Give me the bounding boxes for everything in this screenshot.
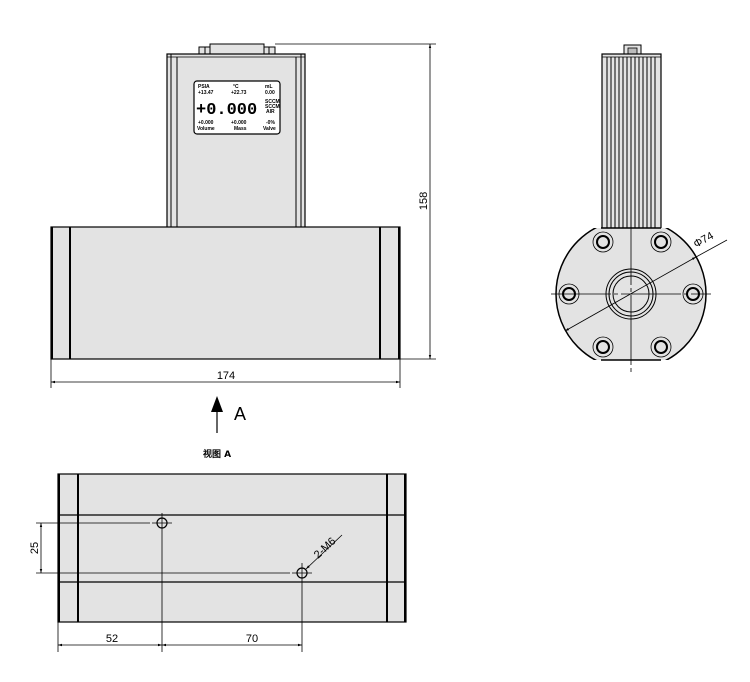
- lcd-value-temp: +22.73: [231, 90, 247, 96]
- lcd-value-pressure: +13.47: [198, 90, 214, 96]
- top-connector: [198, 43, 276, 55]
- dimension-hole-vertical-label: 25: [29, 542, 41, 554]
- dimension-width: [50, 359, 401, 388]
- dimension-hole-vertical: [36, 522, 290, 574]
- lcd-value-mass-flow: +0.000: [231, 120, 247, 126]
- lcd-label-volume: Volume: [197, 126, 215, 132]
- arrow-up-icon: [211, 396, 223, 412]
- dimension-diameter-label: Φ74: [692, 230, 716, 251]
- lcd-main-value: +0.000: [196, 101, 257, 120]
- flow-body: [50, 226, 401, 360]
- dimension-hole-horizontal-label: 70: [246, 633, 258, 645]
- lcd-value-valve: -0%: [266, 120, 275, 126]
- lcd-label-temp: °C: [233, 84, 239, 90]
- view-caption: 视图 A: [203, 448, 231, 460]
- bolt-hole-icon: [650, 336, 672, 358]
- lcd-unit-2: SCCM: [265, 104, 280, 110]
- view-direction-arrow: A 视图 A: [203, 396, 246, 460]
- dimension-height: [275, 43, 436, 360]
- bottom-view: 25 52 70 2-M6: [29, 473, 407, 652]
- lcd-unit-1: SCCM: [265, 99, 280, 105]
- lcd-label-valve: Valve: [263, 126, 276, 132]
- mounting-hole-icon: [152, 513, 172, 533]
- front-view: PSIA °C mL +13.47 +22.73 0.00 +0.000 SCC…: [50, 43, 436, 388]
- lcd-value-volume: 0.00: [265, 90, 275, 96]
- bolt-hole-icon: [592, 336, 614, 358]
- dimension-left-offset-label: 52: [106, 633, 118, 645]
- heat-sink-fins: [601, 53, 662, 231]
- lcd-value-volume-flow: +0.000: [198, 120, 214, 126]
- bolt-hole-icon: [592, 231, 614, 253]
- lcd-gas: AIR: [266, 109, 275, 115]
- bolt-hole-icon: [650, 231, 672, 253]
- side-view: Φ74: [551, 44, 728, 374]
- thread-callout-leader: [305, 534, 343, 570]
- lcd-label-pressure: PSIA: [198, 84, 210, 90]
- view-arrow-label: A: [234, 404, 246, 424]
- lcd-label-volume-unit: mL: [265, 84, 273, 90]
- dimension-diameter: [564, 239, 728, 332]
- mounting-hole-icon: [292, 563, 312, 583]
- electronics-housing: [166, 53, 306, 229]
- lcd-label-mass: Mass: [234, 126, 247, 132]
- dimension-width-label: 174: [217, 370, 235, 382]
- lcd-display: PSIA °C mL +13.47 +22.73 0.00 +0.000 SCC…: [193, 80, 281, 135]
- dimension-height-label: 158: [418, 192, 430, 210]
